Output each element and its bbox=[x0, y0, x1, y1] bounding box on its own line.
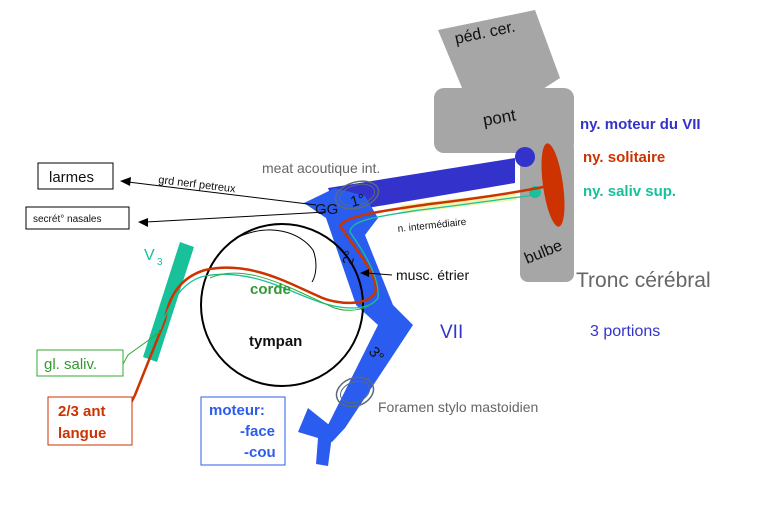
arrow-secret bbox=[145, 211, 327, 223]
moteur-box bbox=[200, 396, 286, 466]
musc-etrier-label: musc. étrier bbox=[396, 267, 469, 283]
meat-label: meat acoutique int. bbox=[262, 160, 380, 176]
foramen-ring-1 bbox=[335, 376, 375, 408]
ny-saliv-label: ny. saliv sup. bbox=[583, 183, 676, 200]
v3-subscript: 3 bbox=[157, 257, 163, 268]
tympan-circle bbox=[200, 223, 364, 387]
moteur-label-3: -cou bbox=[244, 444, 276, 461]
black-fiber-path bbox=[235, 229, 317, 283]
gg-label: GG bbox=[315, 201, 338, 218]
foramen-label: Foramen stylo mastoidien bbox=[378, 399, 538, 415]
portions-label: 3 portions bbox=[590, 323, 660, 340]
facial-nerve-course bbox=[304, 188, 413, 442]
ny-solitaire-label: ny. solitaire bbox=[583, 149, 665, 166]
foramen-ring-2 bbox=[339, 380, 371, 404]
moteur-label-2: -face bbox=[240, 423, 275, 440]
arrow-etrier-head bbox=[360, 269, 369, 277]
moteur-label-1: moteur: bbox=[209, 402, 265, 419]
second-portion-label: 2° bbox=[339, 249, 359, 267]
larmes-label: larmes bbox=[49, 169, 94, 186]
arrow-larmes bbox=[127, 181, 317, 206]
grd-nerf-label: grd nerf petreux bbox=[158, 174, 237, 195]
arrow-etrier bbox=[366, 272, 393, 276]
tympan-label: tympan bbox=[249, 333, 302, 350]
larmes-box bbox=[37, 162, 114, 190]
meatus-ring-2 bbox=[338, 183, 376, 207]
facial-nerve-exit-arrow bbox=[298, 408, 333, 466]
pons-shape bbox=[434, 88, 574, 153]
arrow-secret-head bbox=[138, 218, 148, 227]
langue-label-2: langue bbox=[58, 425, 106, 442]
secret-box bbox=[25, 206, 130, 230]
meatus-ring-1 bbox=[334, 180, 380, 210]
red-fiber-path bbox=[128, 183, 554, 406]
motor-nucleus-dot bbox=[515, 147, 535, 167]
corde-label: corde bbox=[250, 281, 291, 298]
n-intermediaire-label: n. intermédiaire bbox=[397, 217, 467, 235]
first-portion-label: 1° bbox=[349, 191, 367, 211]
langue-label-1: 2/3 ant bbox=[58, 403, 106, 420]
secret-label: secrét° nasales bbox=[33, 214, 101, 225]
gl-saliv-label: gl. saliv. bbox=[44, 356, 97, 373]
ny-moteur-label: ny. moteur du VII bbox=[580, 116, 701, 133]
gl-saliv-box bbox=[36, 349, 124, 377]
v3-label: V bbox=[144, 247, 155, 264]
arrow-larmes-head bbox=[120, 177, 131, 186]
langue-box bbox=[47, 396, 133, 446]
tronc-label: Tronc cérébral bbox=[576, 269, 711, 292]
vii-label: VII bbox=[440, 322, 463, 343]
teal-fiber-path bbox=[159, 194, 536, 331]
green-fiber-path bbox=[121, 272, 373, 367]
